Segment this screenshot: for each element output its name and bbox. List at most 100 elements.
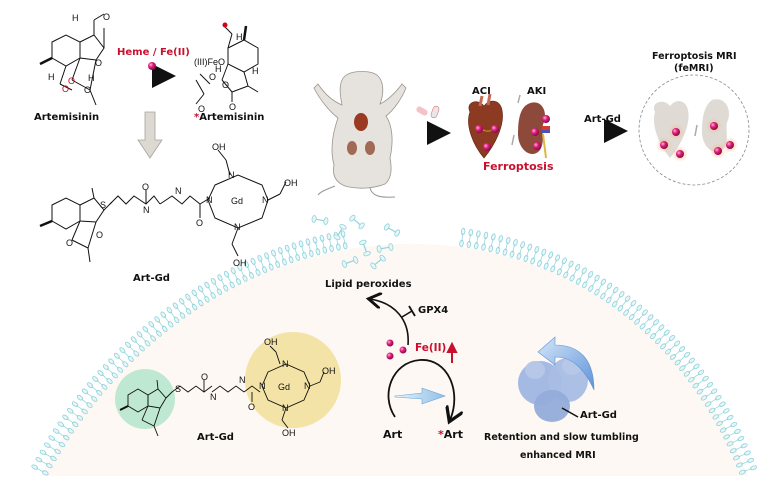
lipid-head xyxy=(315,248,321,256)
lipid-head xyxy=(722,408,730,414)
dota-highlight xyxy=(245,332,341,428)
lipid-head xyxy=(197,285,204,293)
atom-o: O xyxy=(142,182,149,192)
lipid-head xyxy=(308,249,314,258)
lipid-tail xyxy=(519,246,523,255)
atom-o: O xyxy=(248,402,255,412)
lipid-head xyxy=(588,271,594,278)
retention-label-line2: enhanced MRI xyxy=(520,450,596,461)
lipid-tail xyxy=(643,318,650,326)
lipid-head xyxy=(594,274,600,282)
lipid-tail xyxy=(621,300,627,307)
lipid-head xyxy=(229,281,235,289)
lipid-tail xyxy=(638,313,644,321)
lipid-head xyxy=(191,303,198,311)
lipid-tail xyxy=(512,244,516,253)
lipid-tail xyxy=(117,356,125,364)
lipid-head xyxy=(548,251,554,259)
lipid-head xyxy=(281,258,287,266)
lipid-head xyxy=(747,457,755,463)
atom-o: O xyxy=(196,218,203,228)
lipid-head xyxy=(606,296,612,304)
atom-o: O xyxy=(95,58,102,68)
lipid-head xyxy=(606,282,613,290)
lipid-head xyxy=(710,388,718,394)
lipid-head xyxy=(179,312,186,319)
mouse-illustration xyxy=(313,71,407,198)
aci-label: ACI xyxy=(472,86,491,97)
oxidized-lipid-icon xyxy=(383,223,401,237)
lipid-tail xyxy=(692,373,700,379)
lipid-head xyxy=(305,238,311,246)
lipid-head xyxy=(31,464,39,470)
art-gd-structure xyxy=(39,149,287,263)
lipid-tail xyxy=(526,248,530,257)
lipid-tail xyxy=(96,380,104,386)
lipid-tail xyxy=(66,418,74,424)
lipid-head xyxy=(329,244,334,253)
atom-h: H xyxy=(72,13,79,23)
lipid-tail xyxy=(329,238,332,247)
lipid-tail xyxy=(195,294,200,302)
lipid-head xyxy=(543,262,549,270)
lipid-head xyxy=(173,316,180,323)
lipid-head xyxy=(340,230,346,238)
atom-o: O xyxy=(66,238,73,248)
lipid-head xyxy=(250,257,256,265)
lipid-head xyxy=(505,237,511,245)
lipid-head xyxy=(255,268,261,276)
femri-title-line1: Ferroptosis MRI xyxy=(652,51,737,62)
heart-illustration xyxy=(468,93,503,159)
lipid-head xyxy=(617,305,624,312)
lipid-head xyxy=(697,369,705,376)
activated-artemisinin-structure xyxy=(195,25,259,105)
conversion-arrow xyxy=(394,387,446,405)
lipid-head xyxy=(62,414,69,421)
fe-complex-text: (III)FeO xyxy=(194,57,225,67)
lipid-head xyxy=(537,259,542,267)
lipid-tail xyxy=(62,425,70,431)
lipid-head xyxy=(714,394,722,401)
lipid-head xyxy=(35,457,43,463)
cell-art-gd-label: Art-Gd xyxy=(197,432,234,443)
lipid-tail xyxy=(214,282,219,291)
atom-n: N xyxy=(143,205,150,215)
lipid-head xyxy=(527,243,533,251)
lipid-head xyxy=(223,284,229,292)
lipid-tail xyxy=(315,241,318,250)
activated-artemisinin-label: *Artemisinin xyxy=(194,112,264,123)
heme-fe-label: Heme / Fe(II) xyxy=(117,47,190,58)
lipid-tail xyxy=(738,453,746,458)
protein-illustration xyxy=(518,357,588,422)
tumbling-rotation-arrow xyxy=(537,336,595,391)
drug-capsules-icon xyxy=(416,105,440,119)
lipid-head xyxy=(198,299,204,307)
lipid-head xyxy=(611,300,618,308)
lipid-head xyxy=(600,292,606,300)
lipid-head xyxy=(191,289,197,297)
lipid-head xyxy=(319,234,325,242)
lipid-head xyxy=(223,270,230,278)
lipid-tail xyxy=(246,266,251,274)
lipid-head xyxy=(476,230,481,238)
peroxide-o: O xyxy=(62,84,69,94)
lipid-head xyxy=(288,256,294,264)
lipid-tail xyxy=(566,265,571,274)
lipid-head xyxy=(336,243,341,251)
lipid-tail xyxy=(741,460,749,465)
lipid-tail xyxy=(498,240,501,249)
lipid-tail xyxy=(734,446,743,451)
lipid-head xyxy=(516,252,522,260)
lipid-tail xyxy=(731,439,740,444)
lipid-head xyxy=(342,242,348,250)
lipid-head xyxy=(555,254,561,262)
lipid-head xyxy=(39,449,47,456)
lipid-head xyxy=(210,278,217,285)
lipid-tail xyxy=(260,260,265,268)
lipid-tail xyxy=(134,340,141,348)
lipid-tail xyxy=(301,245,305,254)
activated-artemisinin-labels: (III)FeO H H H O O O O xyxy=(194,32,259,114)
lipid-tail xyxy=(182,302,188,310)
lipid-head xyxy=(750,465,758,471)
